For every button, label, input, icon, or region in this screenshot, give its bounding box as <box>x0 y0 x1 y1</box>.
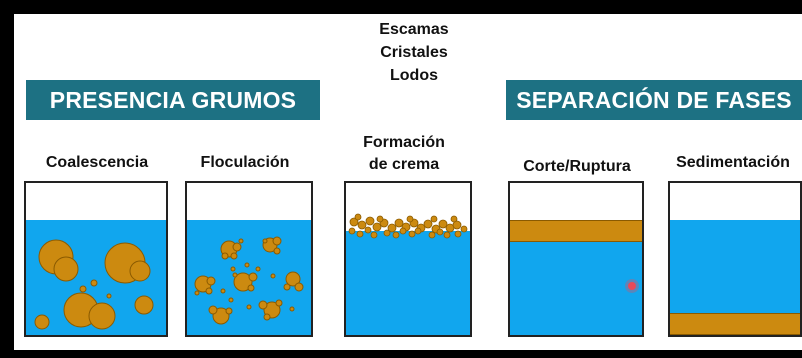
label-formacion-line1: Formación <box>363 134 445 151</box>
beaker-coalescencia <box>24 181 168 337</box>
list-item-escamas: Escamas <box>379 21 449 38</box>
separacion-fases-header: SEPARACIÓN DE FASES <box>506 80 802 120</box>
label-corte-ruptura: Corte/Ruptura <box>523 158 631 175</box>
list-item-lodos: Lodos <box>390 67 438 84</box>
label-sedimentacion: Sedimentación <box>676 154 790 171</box>
beaker-floculacion <box>185 181 313 337</box>
slide: PRESENCIA GRUMOS SEPARACIÓN DE FASES Esc… <box>14 14 802 350</box>
oil-layer-top <box>510 220 642 242</box>
sediment-layer-bottom <box>670 313 800 335</box>
center-list: Escamas Cristales Lodos <box>354 18 474 87</box>
large-droplets <box>34 239 154 330</box>
cursor-dot <box>628 282 636 290</box>
list-item-cristales: Cristales <box>380 44 448 61</box>
cream-layer-droplets <box>348 213 468 239</box>
label-floculacion: Floculación <box>200 154 290 171</box>
beaker-sedimentacion <box>668 181 802 337</box>
beaker-formacion-crema <box>344 181 472 337</box>
label-formacion-line2: de crema <box>368 156 440 173</box>
water <box>346 231 470 335</box>
presencia-grumos-header: PRESENCIA GRUMOS <box>26 80 320 120</box>
label-coalescencia: Coalescencia <box>45 154 149 171</box>
flocculated-droplets <box>194 236 304 325</box>
beaker-corte-ruptura <box>508 181 644 337</box>
